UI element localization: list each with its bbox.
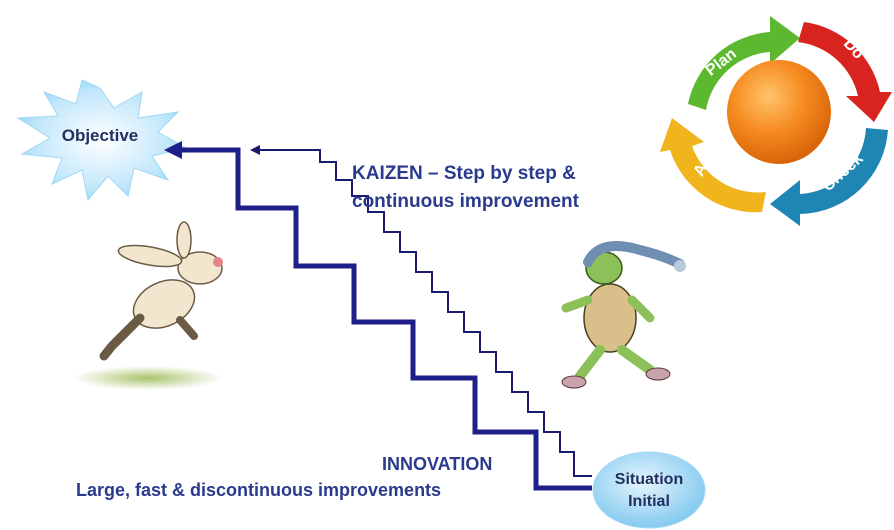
tortoise-cap-pompom	[674, 260, 686, 272]
pdca-center-ball	[727, 60, 831, 164]
tortoise-shoe-right	[645, 367, 671, 381]
innovation-arrowhead	[164, 141, 182, 159]
tortoise-arm-left	[561, 295, 593, 313]
pdca-cycle: Plan Do Check Act	[660, 16, 892, 226]
innovation-label-line2: Large, fast & discontinuous improvements	[76, 480, 442, 500]
hare-head	[177, 251, 223, 285]
objective-burst-shape	[16, 79, 188, 202]
hare-leg-front	[176, 316, 198, 340]
hare-ear-left	[117, 244, 183, 268]
tortoise-leg-right	[617, 345, 655, 375]
objective-label: Objective	[62, 126, 139, 145]
tortoise-shoe-left	[561, 375, 587, 389]
situation-cloud-shape	[592, 451, 706, 529]
tortoise-cap	[583, 241, 685, 269]
kaizen-label-line1: KAIZEN – Step by step &	[352, 163, 576, 184]
pdca-do-arrow	[798, 22, 892, 122]
innovation-step-line	[178, 147, 592, 491]
innovation-label-line1: INNOVATION	[382, 454, 493, 474]
kaizen-label-line2: continuous improvement	[352, 191, 579, 212]
kaizen-arrowhead	[250, 145, 260, 155]
objective-burst: Objective	[16, 79, 188, 202]
situation-label-line1: Situation	[615, 471, 683, 488]
hare-illustration	[74, 221, 223, 390]
pdca-plan-arrow	[688, 16, 800, 110]
kaizen-step-line	[258, 149, 592, 477]
hare-ground-shadow	[74, 366, 222, 390]
tortoise-illustration	[561, 241, 686, 389]
situation-cloud: Situation Initial	[592, 451, 706, 529]
tortoise-arm-right	[627, 295, 655, 323]
pdca-check-arrow	[770, 128, 888, 226]
hare-nose	[213, 257, 223, 267]
tortoise-leg-left	[575, 345, 605, 381]
innovation-staircase	[164, 141, 592, 491]
tortoise-shell	[583, 283, 637, 353]
kaizen-staircase	[250, 145, 592, 477]
pdca-act-arrow	[660, 118, 766, 213]
hare-ear-right	[176, 221, 192, 259]
situation-label-line2: Initial	[628, 493, 670, 510]
hare-leg-back	[99, 313, 145, 361]
